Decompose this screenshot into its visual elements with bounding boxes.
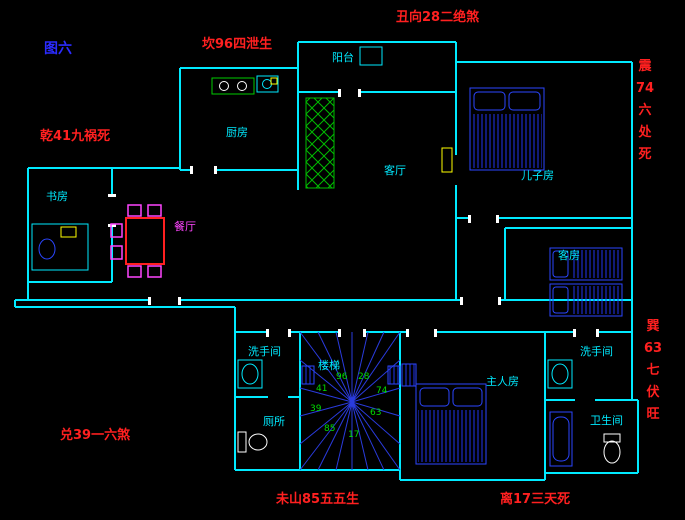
fengshui-label-zhen: 震74六处死 [635,59,655,163]
toilet2-icon [603,433,621,464]
room-label-toilet: 厕所 [263,415,285,428]
compass-number-s: 17 [348,430,360,440]
room-label-washroom-left: 洗手间 [248,345,281,358]
kitchen-sink-icon [256,75,279,93]
bathtub-icon [549,411,573,467]
room-label-master-room: 主人房 [486,375,519,388]
dining-table [110,204,165,278]
room-label-kitchen: 厨房 [226,126,248,139]
sink-right-icon [547,359,573,389]
fengshui-label-dui: 兑39一六煞 [60,428,131,443]
fengshui-label-wei: 未山85五五生 [276,492,360,507]
walls [14,41,639,481]
beds-guest-room [549,247,623,317]
tv-icon [441,147,453,173]
room-label-washroom-right: 洗手间 [580,345,613,358]
fengshui-label-chou: 丑向28二绝煞 [396,10,480,25]
room-label-dining-room: 餐厅 [174,220,196,233]
room-label-balcony: 阳台 [332,51,354,64]
door-jambs [108,89,599,337]
compass-number-sw: 85 [324,424,336,434]
bed-master-room [401,363,487,465]
stairs-rays [299,331,401,471]
fengshui-label-qian: 乾41九祸死 [40,129,111,144]
tv-cabinet [305,97,335,189]
compass-number-n: 96 [336,372,348,382]
room-label-study: 书房 [46,190,68,203]
sink-left-icon [237,359,263,389]
fengshui-label-kan: 坎96四泄生 [202,37,273,52]
stair-post-right [387,365,401,385]
study-desk [31,223,89,271]
fengshui-label-li: 离17三天死 [500,492,571,507]
stove-icon [211,77,255,95]
compass-number-nw: 41 [316,384,328,394]
room-label-bathroom: 卫生间 [590,414,623,427]
room-label-living-room: 客厅 [384,164,406,177]
toilet-icon [237,431,268,453]
fengshui-label-xun: 巽63七伏旺 [643,319,663,423]
dining-chairs [110,204,162,278]
balcony-cabinet [359,46,383,66]
figure-label: 图六 [44,41,72,57]
compass-number-ne: 28 [358,372,370,382]
room-label-stairs: 楼梯 [318,359,340,372]
room-label-son-room: 儿子房 [521,169,554,182]
stair-post-left [301,365,315,385]
bed-son-room [469,87,545,171]
compass-number-w: 39 [310,404,322,414]
room-label-guest-room: 客房 [558,249,580,262]
compass-number-se: 63 [370,408,382,418]
compass-number-e: 74 [376,386,388,396]
